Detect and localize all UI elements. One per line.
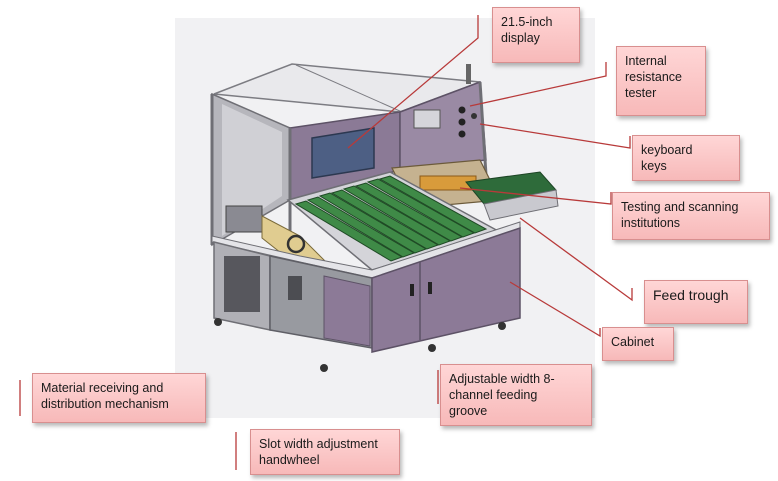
lane-6 [354, 182, 464, 242]
callout-feed-trough: Feed trough [644, 280, 748, 324]
feed-trough-base [483, 189, 559, 221]
callout-receiving: Material receiving and distribution mech… [32, 373, 206, 423]
keyboard-key-1 [458, 106, 466, 114]
leader-scanning [459, 187, 612, 205]
lane-3 [318, 192, 428, 254]
lane-2 [306, 196, 416, 258]
door-handle-2 [428, 282, 432, 294]
vent-grille-left [224, 256, 260, 312]
machine [210, 63, 559, 372]
keyboard-key-3 [458, 130, 466, 138]
lane-1 [294, 200, 404, 262]
callout-display: 21.5-inch display [492, 7, 580, 63]
receiving-mechanism [225, 205, 263, 233]
left-window [222, 104, 282, 236]
callout-scanning: Testing and scanning institutions [612, 192, 770, 240]
cabinet-door-left [323, 275, 371, 347]
foot-4 [498, 322, 506, 330]
leader-feed-trough [519, 217, 633, 302]
foot-3 [428, 344, 436, 352]
signal-lamp [466, 64, 471, 84]
keyboard-key-2 [458, 118, 466, 126]
door-handle-1 [410, 284, 414, 296]
foot-1 [214, 318, 222, 326]
callout-tester: Internal resistance tester [616, 46, 706, 116]
roof-divider [295, 64, 403, 113]
display-screen [311, 127, 375, 179]
leader-cabinet [509, 281, 601, 338]
lane-8 [378, 175, 488, 234]
handwheel [286, 234, 306, 254]
callout-feeding-groove: Adjustable width 8- channel feeding groo… [440, 364, 592, 426]
frame-post-right [478, 81, 488, 176]
foot-2 [320, 364, 328, 372]
cabinet-front-right [371, 226, 521, 353]
tester-window [413, 109, 441, 129]
callout-cabinet: Cabinet [602, 327, 674, 361]
callout-handwheel: Slot width adjustment handwheel [250, 429, 400, 475]
lane-4 [330, 189, 440, 250]
leader-tester [469, 62, 607, 107]
leader-lines [19, 15, 633, 470]
keyboard-key-4 [471, 113, 477, 119]
lane-5 [342, 185, 452, 246]
cabinet-fan [288, 276, 302, 300]
leader-display [347, 15, 479, 149]
callout-keyboard: keyboard keys [632, 135, 740, 181]
leader-keyboard [479, 123, 631, 149]
